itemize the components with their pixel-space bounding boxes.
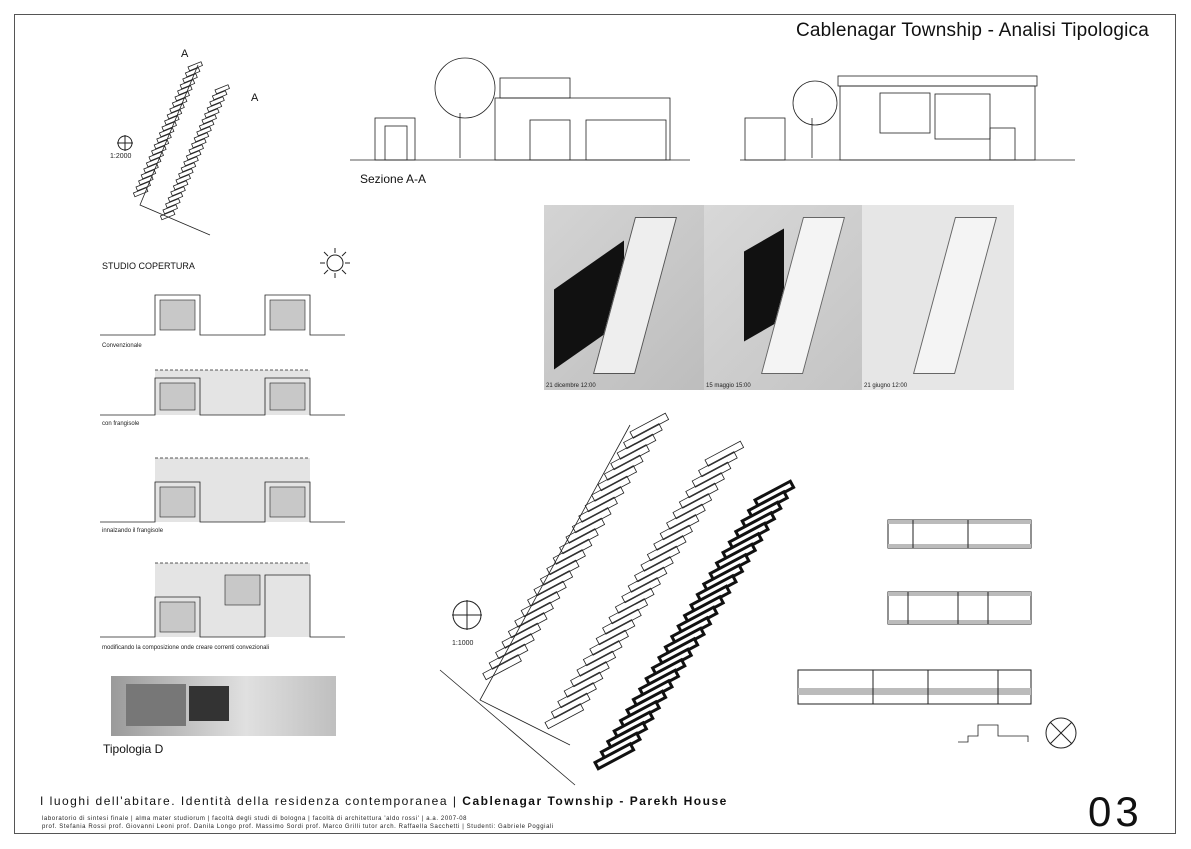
roof-case-raised (100, 457, 345, 523)
north-arrow-large-icon (452, 600, 482, 630)
roof-case-brise-soleil (100, 369, 345, 416)
floor-plan-2 (887, 591, 1032, 625)
page-title: Cablenagar Township - Analisi Tipologica (795, 20, 1149, 41)
render-panel-1 (544, 205, 704, 390)
plan-scale: 1:1000 (452, 640, 474, 647)
north-arrow-icon (117, 135, 133, 151)
floor-plan-3 (797, 669, 1032, 705)
roof-case-label-4: modificando la composizione onde creare … (102, 645, 270, 651)
footer-title: I luoghi dell'abitare. Identità della re… (40, 794, 728, 808)
footer-institution: laboratorio di sintesi finale | alma mat… (42, 816, 468, 822)
site-plan-small (132, 61, 230, 236)
section-mark-top: A (181, 48, 189, 60)
sheet-frame (14, 14, 1176, 834)
north-arrow-plan-icon (1045, 717, 1077, 749)
sun-icon (320, 248, 350, 278)
render-caption-2: 15 maggio 15:00 (706, 383, 751, 389)
elevation-small (958, 724, 1029, 743)
roof-case-label-3: innalzando il frangisole (102, 528, 164, 534)
section-label: Sezione A-A (360, 172, 427, 186)
roof-case-conventional (100, 294, 345, 336)
site-plan-scale: 1:2000 (110, 153, 132, 160)
render-panel-2 (704, 205, 862, 390)
footer-credits: prof. Stefania Rossi prof. Giovanni Leon… (42, 824, 554, 830)
typology-render (111, 676, 336, 736)
render-panel-3 (862, 205, 1014, 390)
render-caption-1: 21 dicembre 12:00 (546, 383, 596, 389)
section-drawing (350, 57, 1075, 161)
footer-title-regular: I luoghi dell'abitare. Identità della re… (40, 794, 463, 808)
site-plan-large (439, 412, 796, 786)
floor-plan-1 (887, 519, 1032, 549)
roof-case-label-2: con frangisole (102, 421, 140, 427)
roof-case-modified (100, 562, 345, 638)
section-mark-bottom: A (251, 92, 259, 104)
render-caption-3: 21 giugno 12:00 (864, 383, 908, 389)
page-number: 03 (1088, 788, 1143, 835)
roof-study-heading: STUDIO COPERTURA (102, 261, 195, 271)
roof-case-label-1: Convenzionale (102, 343, 142, 349)
typology-label: Tipologia D (103, 742, 164, 756)
footer-title-bold: Cablenagar Township - Parekh House (462, 794, 728, 808)
